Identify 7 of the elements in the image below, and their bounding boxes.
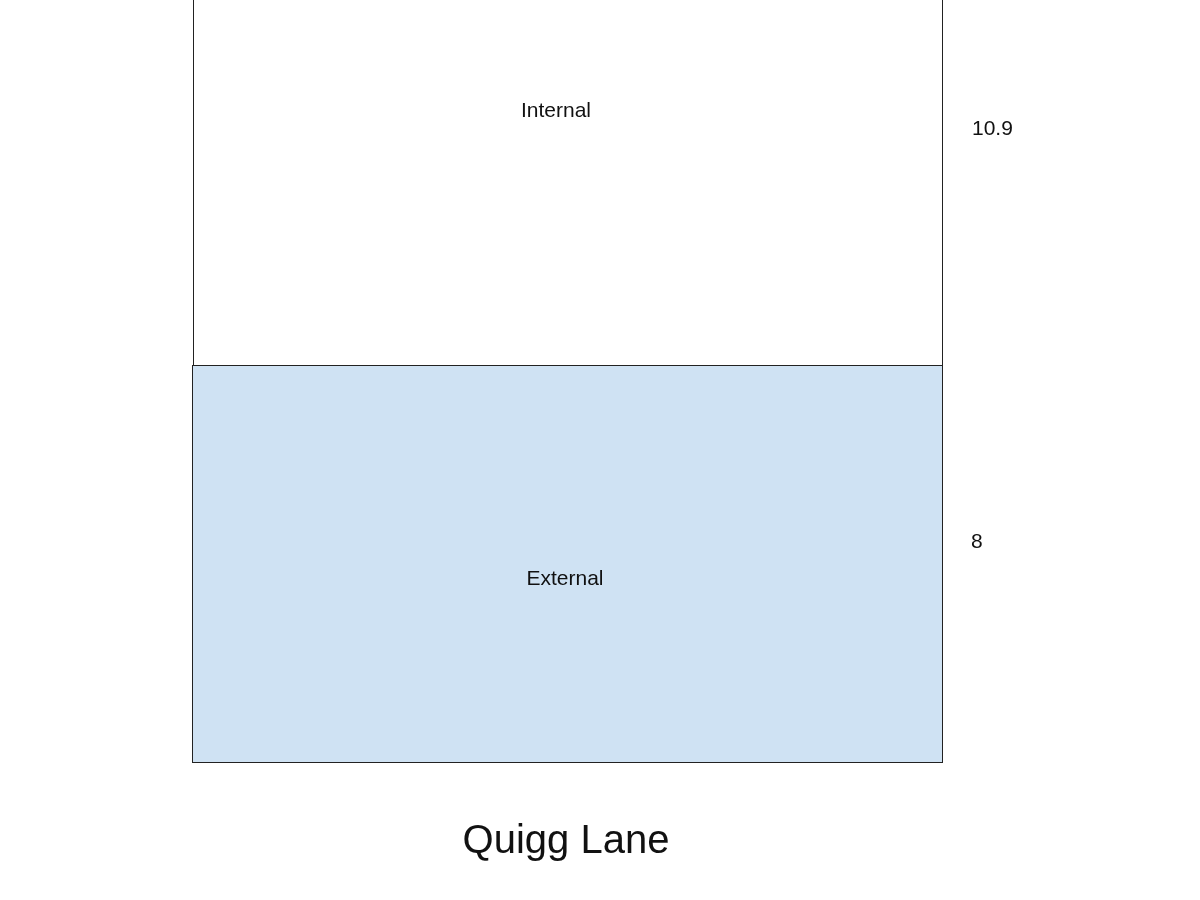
area-box <box>192 365 943 763</box>
dimension-label: 10.9 <box>972 116 1013 140</box>
dimension-label: 8 <box>971 529 983 553</box>
area-label: External <box>526 566 604 590</box>
area-box <box>193 0 943 366</box>
area-label: Internal <box>521 98 591 122</box>
street-name: Quigg Lane <box>462 817 670 862</box>
